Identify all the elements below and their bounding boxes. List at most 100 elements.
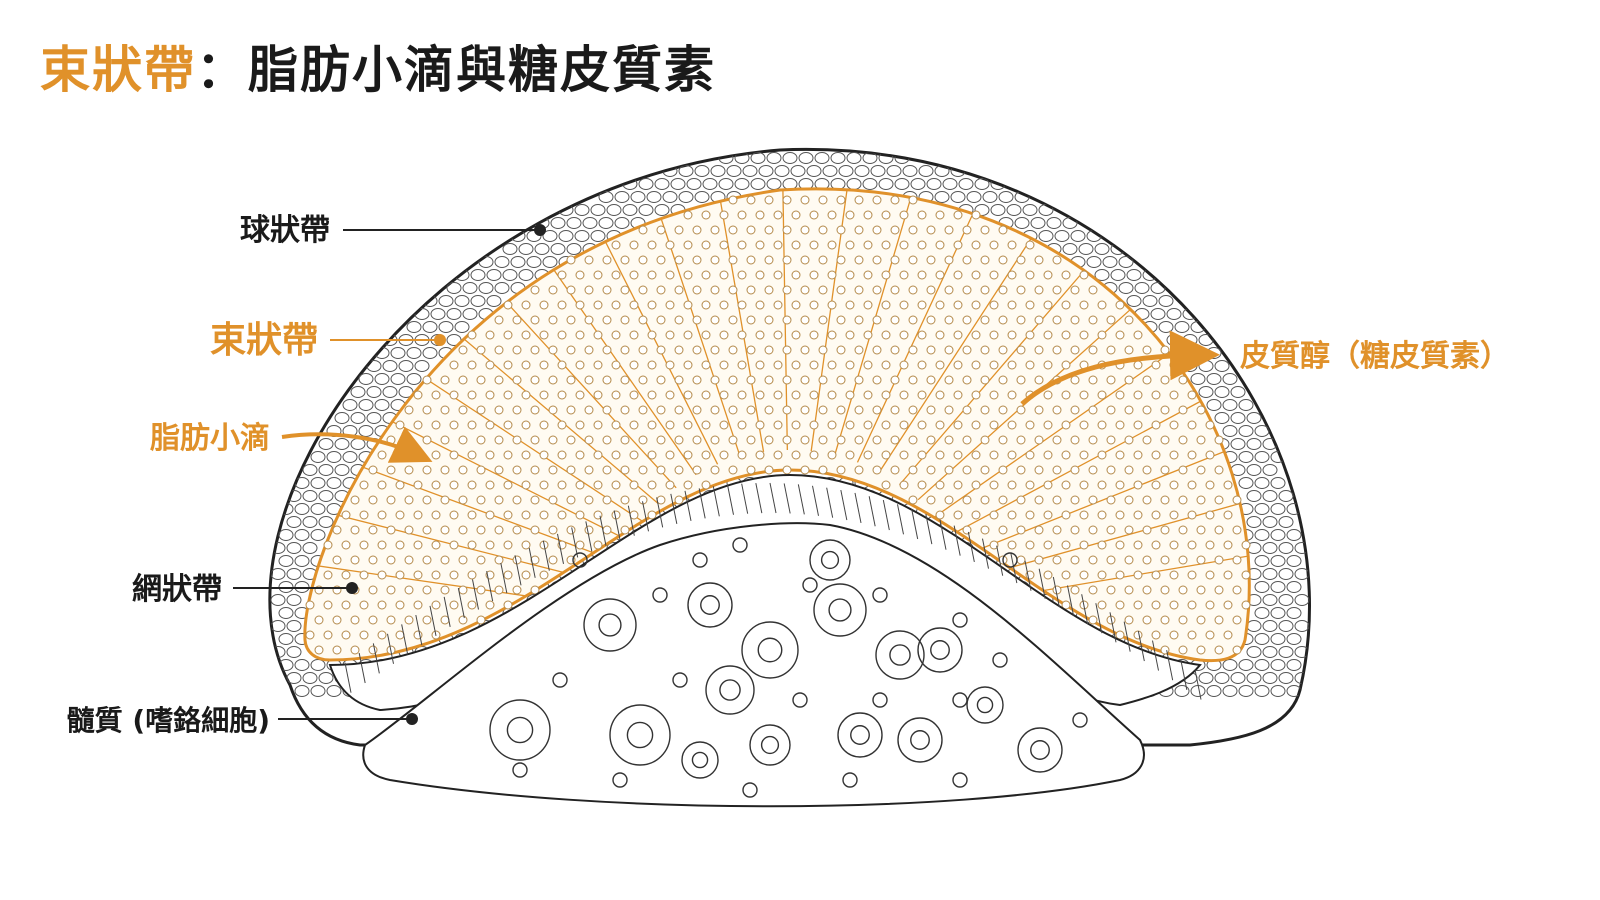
glomerulosa-cell — [1206, 685, 1222, 697]
lipid-droplet — [980, 465, 990, 475]
lipid-droplet — [413, 540, 423, 550]
lipid-droplet — [575, 270, 585, 280]
lipid-droplet — [1097, 450, 1107, 460]
lipid-droplet — [728, 315, 738, 325]
glomerulosa-cell — [1278, 568, 1294, 580]
lipid-droplet — [422, 555, 432, 565]
lipid-droplet — [971, 210, 981, 220]
lipid-droplet — [917, 420, 927, 430]
glomerulosa-cell — [1110, 269, 1126, 281]
lipid-droplet — [323, 630, 333, 640]
lipid-droplet — [1142, 615, 1152, 625]
lipid-droplet — [476, 555, 486, 565]
lipid-droplet — [638, 405, 648, 415]
lipid-droplet — [1097, 600, 1107, 610]
reticularis-cord — [557, 533, 564, 564]
lipid-droplet — [1115, 390, 1125, 400]
glomerulosa-cell — [678, 191, 694, 203]
lipid-droplet — [998, 255, 1008, 265]
lipid-droplet — [890, 285, 900, 295]
lipid-droplet — [413, 420, 423, 430]
lipid-droplet — [701, 240, 711, 250]
lipid-droplet — [449, 540, 459, 550]
chromaffin-nucleus — [506, 716, 534, 744]
lipid-droplet — [791, 390, 801, 400]
lipid-droplet — [1151, 390, 1161, 400]
lipid-droplet — [863, 270, 873, 280]
chromaffin-cell — [609, 704, 671, 766]
glomerulosa-cell — [694, 191, 710, 203]
glomerulosa-cell — [318, 516, 334, 528]
lipid-droplet — [647, 240, 657, 250]
lipid-droplet — [656, 315, 666, 325]
lipid-droplet — [1061, 390, 1071, 400]
lipid-droplet — [530, 315, 540, 325]
lipid-droplet — [944, 345, 954, 355]
glomerulosa-cell — [1254, 425, 1270, 437]
lipid-droplet — [926, 315, 936, 325]
lipid-droplet — [980, 435, 990, 445]
glomerulosa-cell — [278, 633, 294, 645]
lipid-droplet — [701, 300, 711, 310]
fasciculata-cord — [316, 449, 618, 563]
lipid-droplet — [494, 345, 504, 355]
lipid-droplet — [926, 405, 936, 415]
title-rest: 脂肪小滴與糖皮質素 — [248, 41, 716, 99]
lipid-droplet — [1088, 615, 1098, 625]
glomerulosa-cell — [1094, 243, 1110, 255]
lipid-droplet — [476, 345, 486, 355]
reticularis-cord — [727, 484, 734, 515]
lipid-droplet — [980, 375, 990, 385]
lipid-droplet — [593, 300, 603, 310]
lipid-droplet — [1133, 390, 1143, 400]
lipid-droplet — [971, 510, 981, 520]
lipid-droplet — [971, 390, 981, 400]
glomerulosa-cell — [278, 529, 294, 541]
lipid-droplet — [899, 300, 909, 310]
reticularis-cord — [344, 662, 352, 693]
glomerulosa-cell — [1278, 672, 1294, 684]
glomerulosa-cell — [286, 620, 302, 632]
lipid-droplet — [1097, 390, 1107, 400]
lipid-droplet — [989, 510, 999, 520]
lipid-droplet — [485, 540, 495, 550]
lipid-droplet — [485, 360, 495, 370]
lipid-droplet — [935, 420, 945, 430]
reticularis-cord — [1067, 585, 1074, 616]
lipid-droplet — [809, 210, 819, 220]
glomerulosa-cell — [270, 594, 286, 606]
lipid-droplet — [917, 270, 927, 280]
lipid-droplet — [710, 285, 720, 295]
lipid-droplet — [620, 495, 630, 505]
lipid-droplet — [764, 225, 774, 235]
lipid-droplet — [890, 225, 900, 235]
lipid-droplet — [1160, 645, 1170, 655]
label-medulla: 髓質 (嗜鉻細胞) — [67, 704, 418, 737]
lipid-droplet — [620, 315, 630, 325]
lipid-droplet — [764, 255, 774, 265]
glomerulosa-cell — [1118, 282, 1134, 294]
lipid-droplet — [584, 285, 594, 295]
lipid-droplet — [980, 495, 990, 505]
chromaffin-nucleus — [757, 637, 783, 663]
lipid-droplet — [503, 420, 513, 430]
glomerulosa-cell — [310, 685, 326, 697]
glomerulosa-cell — [1254, 529, 1270, 541]
glomerulosa-cell — [1238, 425, 1254, 437]
glomerulosa-cell — [1238, 477, 1254, 489]
lipid-droplet — [422, 585, 432, 595]
glomerulosa-cell — [486, 269, 502, 281]
lipid-droplet — [638, 435, 648, 445]
lipid-droplet — [1088, 375, 1098, 385]
lipid-droplet — [1178, 435, 1188, 445]
reticularis-cord — [868, 496, 876, 527]
reticularis-cord — [372, 643, 380, 674]
glomerulosa-cell — [542, 230, 558, 242]
lipid-droplet — [575, 300, 585, 310]
lipid-droplet — [917, 450, 927, 460]
lipid-droplet — [908, 255, 918, 265]
lipid-droplet — [575, 450, 585, 460]
lipid-droplet — [989, 300, 999, 310]
glomerulosa-cell — [294, 659, 310, 671]
